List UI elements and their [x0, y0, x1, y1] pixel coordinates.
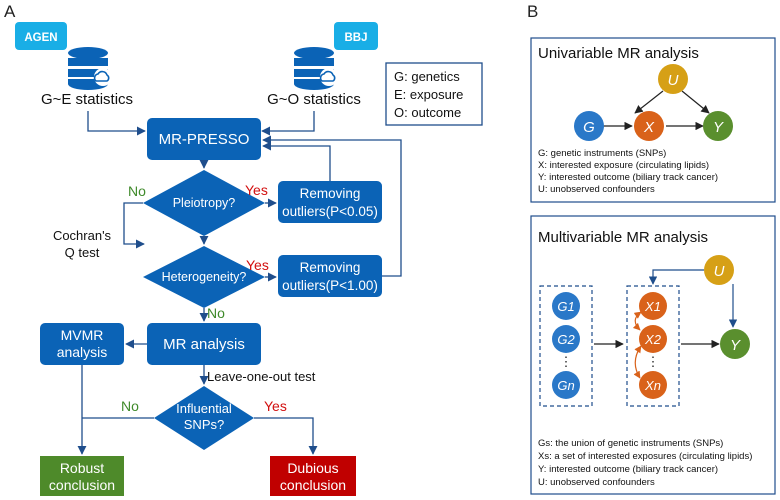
node-g1-label: G1: [557, 299, 574, 314]
removing-outliers-2-box: [278, 255, 382, 297]
mr-analysis-label: MR analysis: [163, 336, 245, 353]
panel-b-label: B: [527, 2, 538, 21]
dubious-conclusion-box: [270, 456, 356, 496]
database-icon-right: [294, 47, 338, 90]
g-ellipsis: ⋮: [560, 354, 573, 369]
heterogeneity-label: Heterogeneity?: [162, 270, 247, 284]
arrow-u-to-y: [681, 90, 710, 114]
arrow-ge-to-presso: [87, 111, 146, 136]
g-group-dashed-box: [539, 285, 593, 407]
node-xn: [639, 371, 667, 399]
heterogeneity-no: No: [207, 305, 225, 321]
multi-legend-xs: Xs: a set of interested exposures (circu…: [538, 451, 752, 462]
arrow-pleio-no: [123, 202, 145, 249]
arrow-u-to-x: [634, 90, 664, 114]
multi-legend-gs: Gs: the union of genetic instruments (SN…: [538, 438, 723, 449]
removing-2-line1: Removing: [300, 260, 361, 275]
influential-diamond: [154, 386, 254, 450]
mvmr-line1: MVMR: [61, 327, 104, 343]
node-y-label: Y: [713, 119, 724, 136]
dubious-line2: conclusion: [280, 477, 346, 493]
node-gn-label: Gn: [557, 378, 574, 393]
x-correlation-arrow-2: [633, 345, 642, 379]
multi-legend-y: Y: interested outcome (biliary track can…: [538, 464, 718, 475]
node-x2-label: X2: [644, 332, 662, 347]
influential-yes: Yes: [264, 398, 287, 414]
pleiotropy-no: No: [128, 183, 146, 199]
robust-conclusion-box: [40, 456, 124, 496]
node-x: [634, 111, 664, 141]
database-icon-left: [68, 47, 112, 90]
node-u-label: U: [668, 72, 679, 89]
node-gn: [552, 371, 580, 399]
influential-no: No: [121, 398, 139, 414]
uni-legend-x: X: interested exposure (circulating lipi…: [538, 160, 709, 171]
node-x1: [639, 292, 667, 320]
removing-2-line2: outliers(P<1.00): [282, 278, 378, 293]
node-x-label: X: [643, 119, 655, 136]
panel-a-label: A: [4, 2, 16, 21]
node-u: [658, 64, 688, 94]
cochran-line1: Cochran's: [53, 228, 112, 243]
x-correlation-arrow-1: [632, 311, 642, 331]
agen-tag: [15, 22, 67, 50]
go-statistics: G~O statistics: [267, 91, 361, 108]
bbj-label: BBJ: [344, 32, 367, 44]
legend-outcome: O: outcome: [394, 105, 461, 120]
multi-legend-u: U: unobserved confounders: [538, 477, 655, 488]
uni-legend-u: U: unobserved confounders: [538, 184, 655, 195]
ge-statistics: G~E statistics: [41, 91, 133, 108]
univariable-title: Univariable MR analysis: [538, 45, 699, 62]
node-g2-label: G2: [557, 332, 575, 347]
mvmr-box: [40, 323, 124, 365]
node-g: [574, 111, 604, 141]
legend-exposure: E: exposure: [394, 87, 463, 102]
node-g-label: G: [583, 119, 595, 136]
legend-box: [385, 62, 483, 126]
uni-legend-y: Y: interested outcome (biliary track can…: [538, 172, 718, 183]
mr-presso-label: MR-PRESSO: [159, 131, 250, 148]
pleiotropy-diamond: [143, 170, 265, 236]
arrow-removing2-back: [262, 135, 402, 277]
arrow-removing1-back: [262, 141, 331, 181]
mr-presso-box: [147, 118, 261, 160]
node-x1-label: X1: [644, 299, 661, 314]
legend-genetics: G: genetics: [394, 69, 460, 84]
bbj-tag: [334, 22, 378, 50]
agen-label: AGEN: [24, 32, 57, 44]
uni-legend-g: G: genetic instruments (SNPs): [538, 148, 666, 159]
mr-analysis-box: [147, 323, 261, 365]
robust-line2: conclusion: [49, 477, 115, 493]
leave-one-out-label: Leave-one-out test: [207, 369, 316, 384]
node-u-multi-label: U: [714, 263, 725, 280]
node-xn-label: Xn: [644, 378, 661, 393]
influential-line1: Influential: [176, 401, 232, 416]
pleiotropy-label: Pleiotropy?: [173, 196, 236, 210]
x-ellipsis: ⋮: [647, 354, 660, 369]
node-u-multi: [704, 255, 734, 285]
removing-1-line2: outliers(P<0.05): [282, 204, 378, 219]
node-g2: [552, 325, 580, 353]
node-x2: [639, 325, 667, 353]
multivariable-title: Multivariable MR analysis: [538, 229, 708, 246]
node-y-multi: [720, 329, 750, 359]
heterogeneity-yes: Yes: [246, 257, 269, 273]
arrow-to-dubious: [254, 417, 318, 455]
heterogeneity-diamond: [143, 246, 265, 308]
dubious-line1: Dubious: [287, 460, 338, 476]
removing-1-line1: Removing: [300, 186, 361, 201]
node-y-multi-label: Y: [730, 337, 741, 354]
cochran-line2: Q test: [65, 245, 100, 260]
robust-line1: Robust: [60, 460, 104, 476]
node-y: [703, 111, 733, 141]
removing-outliers-1-box: [278, 181, 382, 223]
influential-line2: SNPs?: [184, 417, 224, 432]
node-g1: [552, 292, 580, 320]
pleiotropy-yes: Yes: [245, 182, 268, 198]
arrow-u-to-xs: [648, 269, 704, 285]
mvmr-line2: analysis: [57, 344, 108, 360]
arrow-go-to-presso: [261, 111, 315, 136]
x-group-dashed-box: [626, 285, 680, 407]
